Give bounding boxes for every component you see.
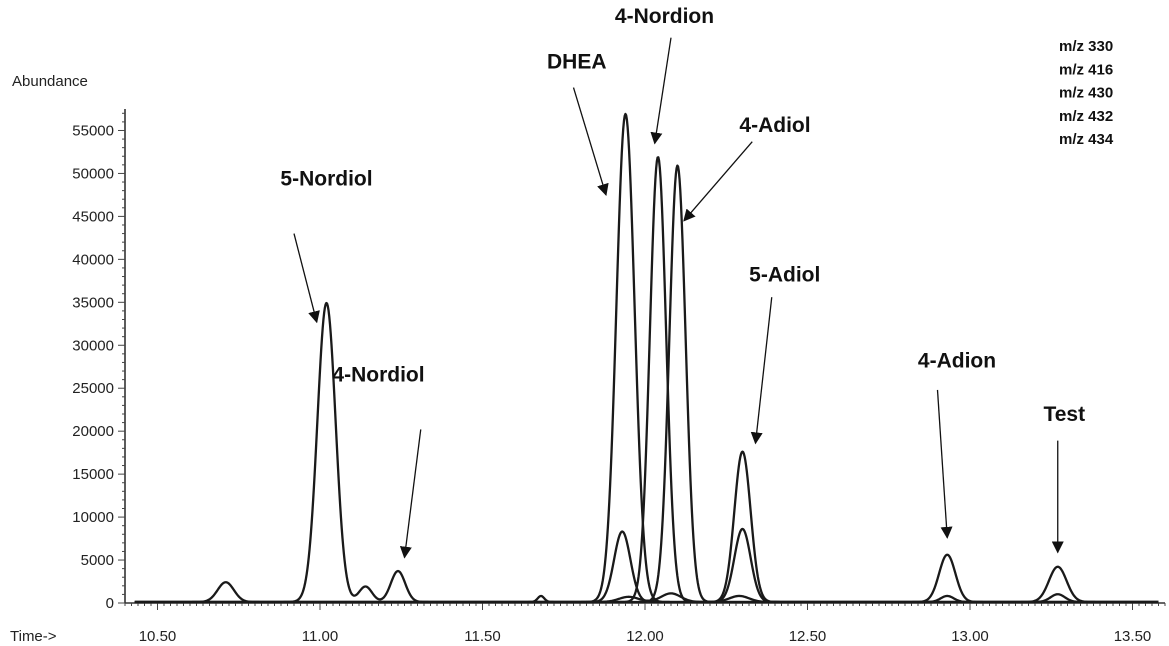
axes: 0 5000 10000 15000 20000 25000 30000 35000 40000… [72, 109, 1166, 645]
annotation-arrow [750, 297, 773, 445]
annotation-arrow [293, 233, 320, 324]
y-axis-title-group: Abundance [12, 73, 88, 90]
series-line [134, 164, 1159, 604]
peak-label: 4-Adiol [739, 114, 810, 137]
series-line [134, 156, 1159, 604]
peak-label: 5-Nordiol [280, 167, 372, 190]
x-tick-label: 11.00 [302, 628, 338, 645]
legend-entry: m/z 416 [1059, 61, 1113, 78]
y-tick-label: 25000 [72, 380, 114, 397]
y-tick-label: 50000 [72, 165, 114, 182]
x-axis-title: Time-> [10, 628, 57, 645]
series-layer [134, 112, 1159, 604]
annotation-arrow [936, 389, 953, 539]
x-tick-label: 13.00 [951, 628, 989, 645]
peak-label: 4-Nordion [615, 5, 714, 28]
x-axis-title-group: Time-> [10, 628, 57, 645]
annotation-arrow [683, 141, 753, 222]
x-tick-label: 12.50 [789, 628, 827, 645]
peak-annotations: 5-Nordiol 4-Nordiol DHEA 4-Nordion 4-Adiol 5-… [280, 5, 1085, 559]
y-tick-label: 45000 [72, 208, 114, 225]
y-tick-label: 35000 [72, 294, 114, 311]
y-axis-title: Abundance [12, 73, 88, 90]
peak-label: 4-Adion [918, 350, 996, 373]
legend-entry: m/z 430 [1059, 85, 1113, 102]
annotation-arrow [572, 87, 609, 197]
legend: m/z 330 m/z 416 m/z 430 m/z 432 m/z 434 [1059, 38, 1114, 148]
y-tick-label: 30000 [72, 337, 114, 354]
y-tick-label: 15000 [72, 466, 114, 483]
x-tick-label: 10.50 [139, 628, 177, 645]
legend-entry: m/z 432 [1059, 108, 1113, 125]
y-tick-label: 55000 [72, 122, 114, 139]
y-tick-label: 40000 [72, 251, 114, 268]
y-tick-label: 20000 [72, 423, 114, 440]
x-tick-label: 11.50 [464, 628, 500, 645]
peak-label: 5-Adiol [749, 264, 820, 287]
peak-label: Test [1043, 403, 1085, 426]
y-tick-label: 10000 [72, 509, 114, 526]
annotation-arrow [650, 37, 672, 145]
x-tick-label: 12.00 [626, 628, 664, 645]
x-tick-label: 13.50 [1114, 628, 1152, 645]
legend-entry: m/z 434 [1059, 131, 1114, 148]
legend-entry: m/z 330 [1059, 38, 1113, 55]
y-tick-label: 0 [106, 595, 114, 612]
series-line [134, 592, 1159, 604]
annotation-arrow [399, 429, 422, 559]
y-tick-label: 5000 [81, 552, 114, 569]
peak-label: 4-Nordiol [332, 363, 424, 386]
peak-label: DHEA [547, 51, 607, 74]
